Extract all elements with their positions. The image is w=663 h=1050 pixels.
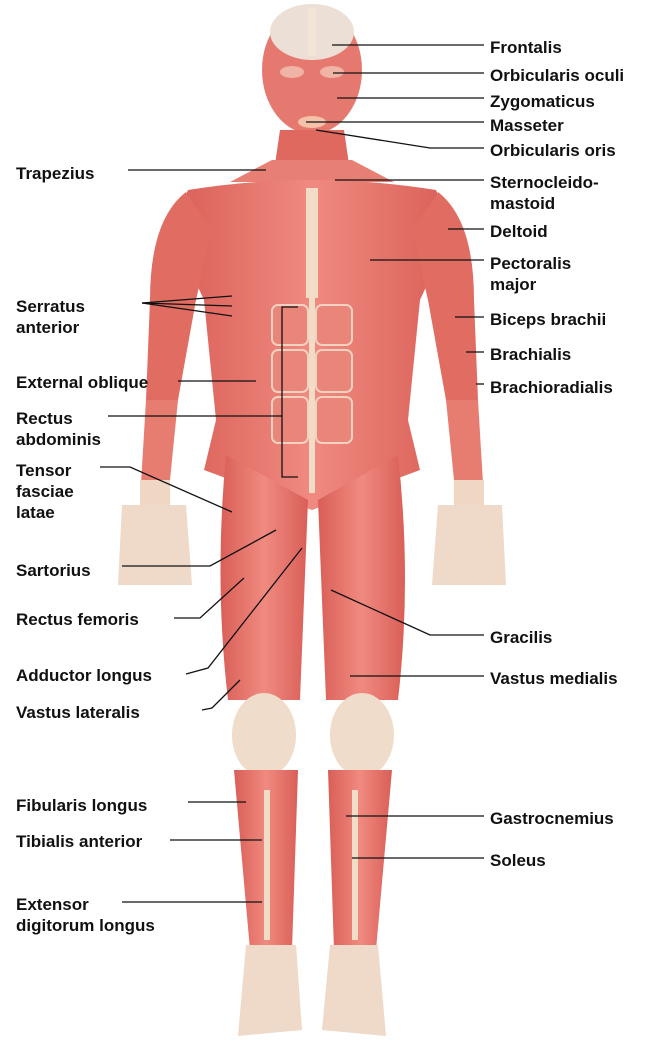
label-line: Vastus medialis <box>490 668 618 689</box>
label-extensor-digitorum-longus: Extensor digitorum longus <box>16 894 155 936</box>
label-tibialis-anterior: Tibialis anterior <box>16 831 142 852</box>
label-line: anterior <box>16 317 85 338</box>
label-sternocleidomastoid: Sternocleido- mastoid <box>490 172 599 214</box>
label-line: Brachioradialis <box>490 377 613 398</box>
label-line: Orbicularis oris <box>490 140 616 161</box>
label-biceps-brachii: Biceps brachii <box>490 309 606 330</box>
label-line: Serratus <box>16 296 85 317</box>
label-line: mastoid <box>490 193 599 214</box>
label-line: Gracilis <box>490 627 552 648</box>
label-gracilis: Gracilis <box>490 627 552 648</box>
label-frontalis: Frontalis <box>490 37 562 58</box>
label-rectus-abdominis: Rectus abdominis <box>16 408 101 450</box>
label-line: Masseter <box>490 115 564 136</box>
label-line: Soleus <box>490 850 546 871</box>
label-line: Brachialis <box>490 344 571 365</box>
label-line: Fibularis longus <box>16 795 147 816</box>
label-line: Rectus <box>16 408 101 429</box>
label-line: Adductor longus <box>16 665 152 686</box>
label-fibularis-longus: Fibularis longus <box>16 795 147 816</box>
label-vastus-lateralis: Vastus lateralis <box>16 702 140 723</box>
label-line: Gastrocnemius <box>490 808 614 829</box>
label-line: latae <box>16 502 74 523</box>
label-line: Zygomaticus <box>490 91 595 112</box>
label-line: Sternocleido- <box>490 172 599 193</box>
label-gastrocnemius: Gastrocnemius <box>490 808 614 829</box>
label-rectus-femoris: Rectus femoris <box>16 609 139 630</box>
label-deltoid: Deltoid <box>490 221 548 242</box>
label-line: Pectoralis <box>490 253 571 274</box>
label-adductor-longus: Adductor longus <box>16 665 152 686</box>
label-line: abdominis <box>16 429 101 450</box>
label-line: fasciae <box>16 481 74 502</box>
label-brachioradialis: Brachioradialis <box>490 377 613 398</box>
label-line: Extensor <box>16 894 155 915</box>
label-line: major <box>490 274 571 295</box>
label-line: Sartorius <box>16 560 91 581</box>
label-zygomaticus: Zygomaticus <box>490 91 595 112</box>
label-line: Orbicularis oculi <box>490 65 624 86</box>
label-pectoralis-major: Pectoralis major <box>490 253 571 295</box>
label-line: Deltoid <box>490 221 548 242</box>
label-soleus: Soleus <box>490 850 546 871</box>
label-line: digitorum longus <box>16 915 155 936</box>
label-trapezius: Trapezius <box>16 163 94 184</box>
label-orbicularis-oris: Orbicularis oris <box>490 140 616 161</box>
label-orbicularis-oculi: Orbicularis oculi <box>490 65 624 86</box>
label-line: Frontalis <box>490 37 562 58</box>
label-line: Vastus lateralis <box>16 702 140 723</box>
label-line: Tensor <box>16 460 74 481</box>
label-external-oblique: External oblique <box>16 372 148 393</box>
label-brachialis: Brachialis <box>490 344 571 365</box>
label-sartorius: Sartorius <box>16 560 91 581</box>
label-masseter: Masseter <box>490 115 564 136</box>
label-line: Trapezius <box>16 163 94 184</box>
label-serratus-anterior: Serratus anterior <box>16 296 85 338</box>
label-line: External oblique <box>16 372 148 393</box>
label-line: Tibialis anterior <box>16 831 142 852</box>
label-line: Rectus femoris <box>16 609 139 630</box>
label-vastus-medialis: Vastus medialis <box>490 668 618 689</box>
label-line: Biceps brachii <box>490 309 606 330</box>
label-tensor-fasciae-latae: Tensor fasciae latae <box>16 460 74 523</box>
